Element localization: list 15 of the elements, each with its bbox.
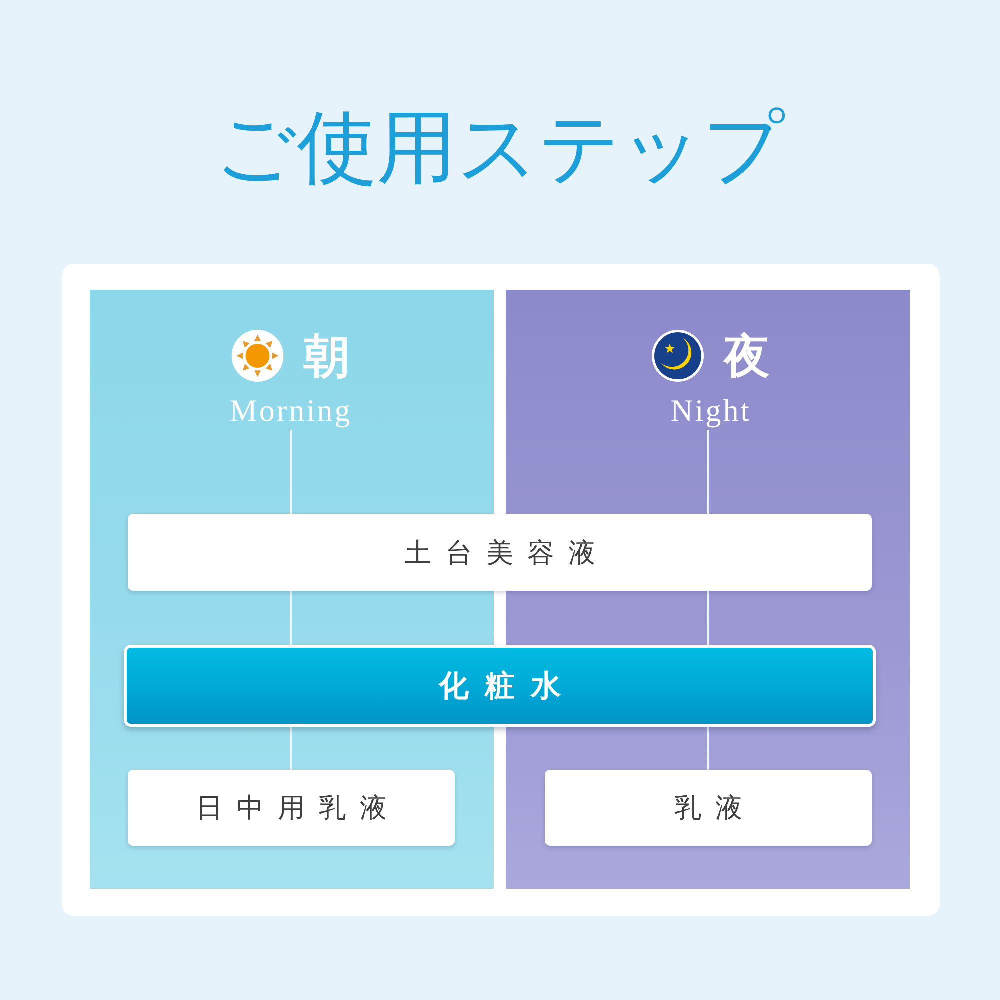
heading: 夜 xyxy=(724,328,770,384)
subtitle: Morning xyxy=(230,392,352,430)
subtitle: Night xyxy=(670,392,752,430)
connector-line xyxy=(290,430,292,514)
connector-line xyxy=(290,727,292,770)
heading: 朝 xyxy=(304,328,350,384)
connector-line xyxy=(707,430,709,514)
step-box: 化粧水 xyxy=(124,645,876,727)
title: ご使用ステップ xyxy=(215,100,785,196)
connector-line xyxy=(707,591,709,645)
step-box: 乳液 xyxy=(545,770,872,846)
step-box: 土台美容液 xyxy=(128,514,872,591)
step-box: 日中用乳液 xyxy=(128,770,455,846)
connector-line xyxy=(707,727,709,770)
connector-line xyxy=(290,591,292,645)
